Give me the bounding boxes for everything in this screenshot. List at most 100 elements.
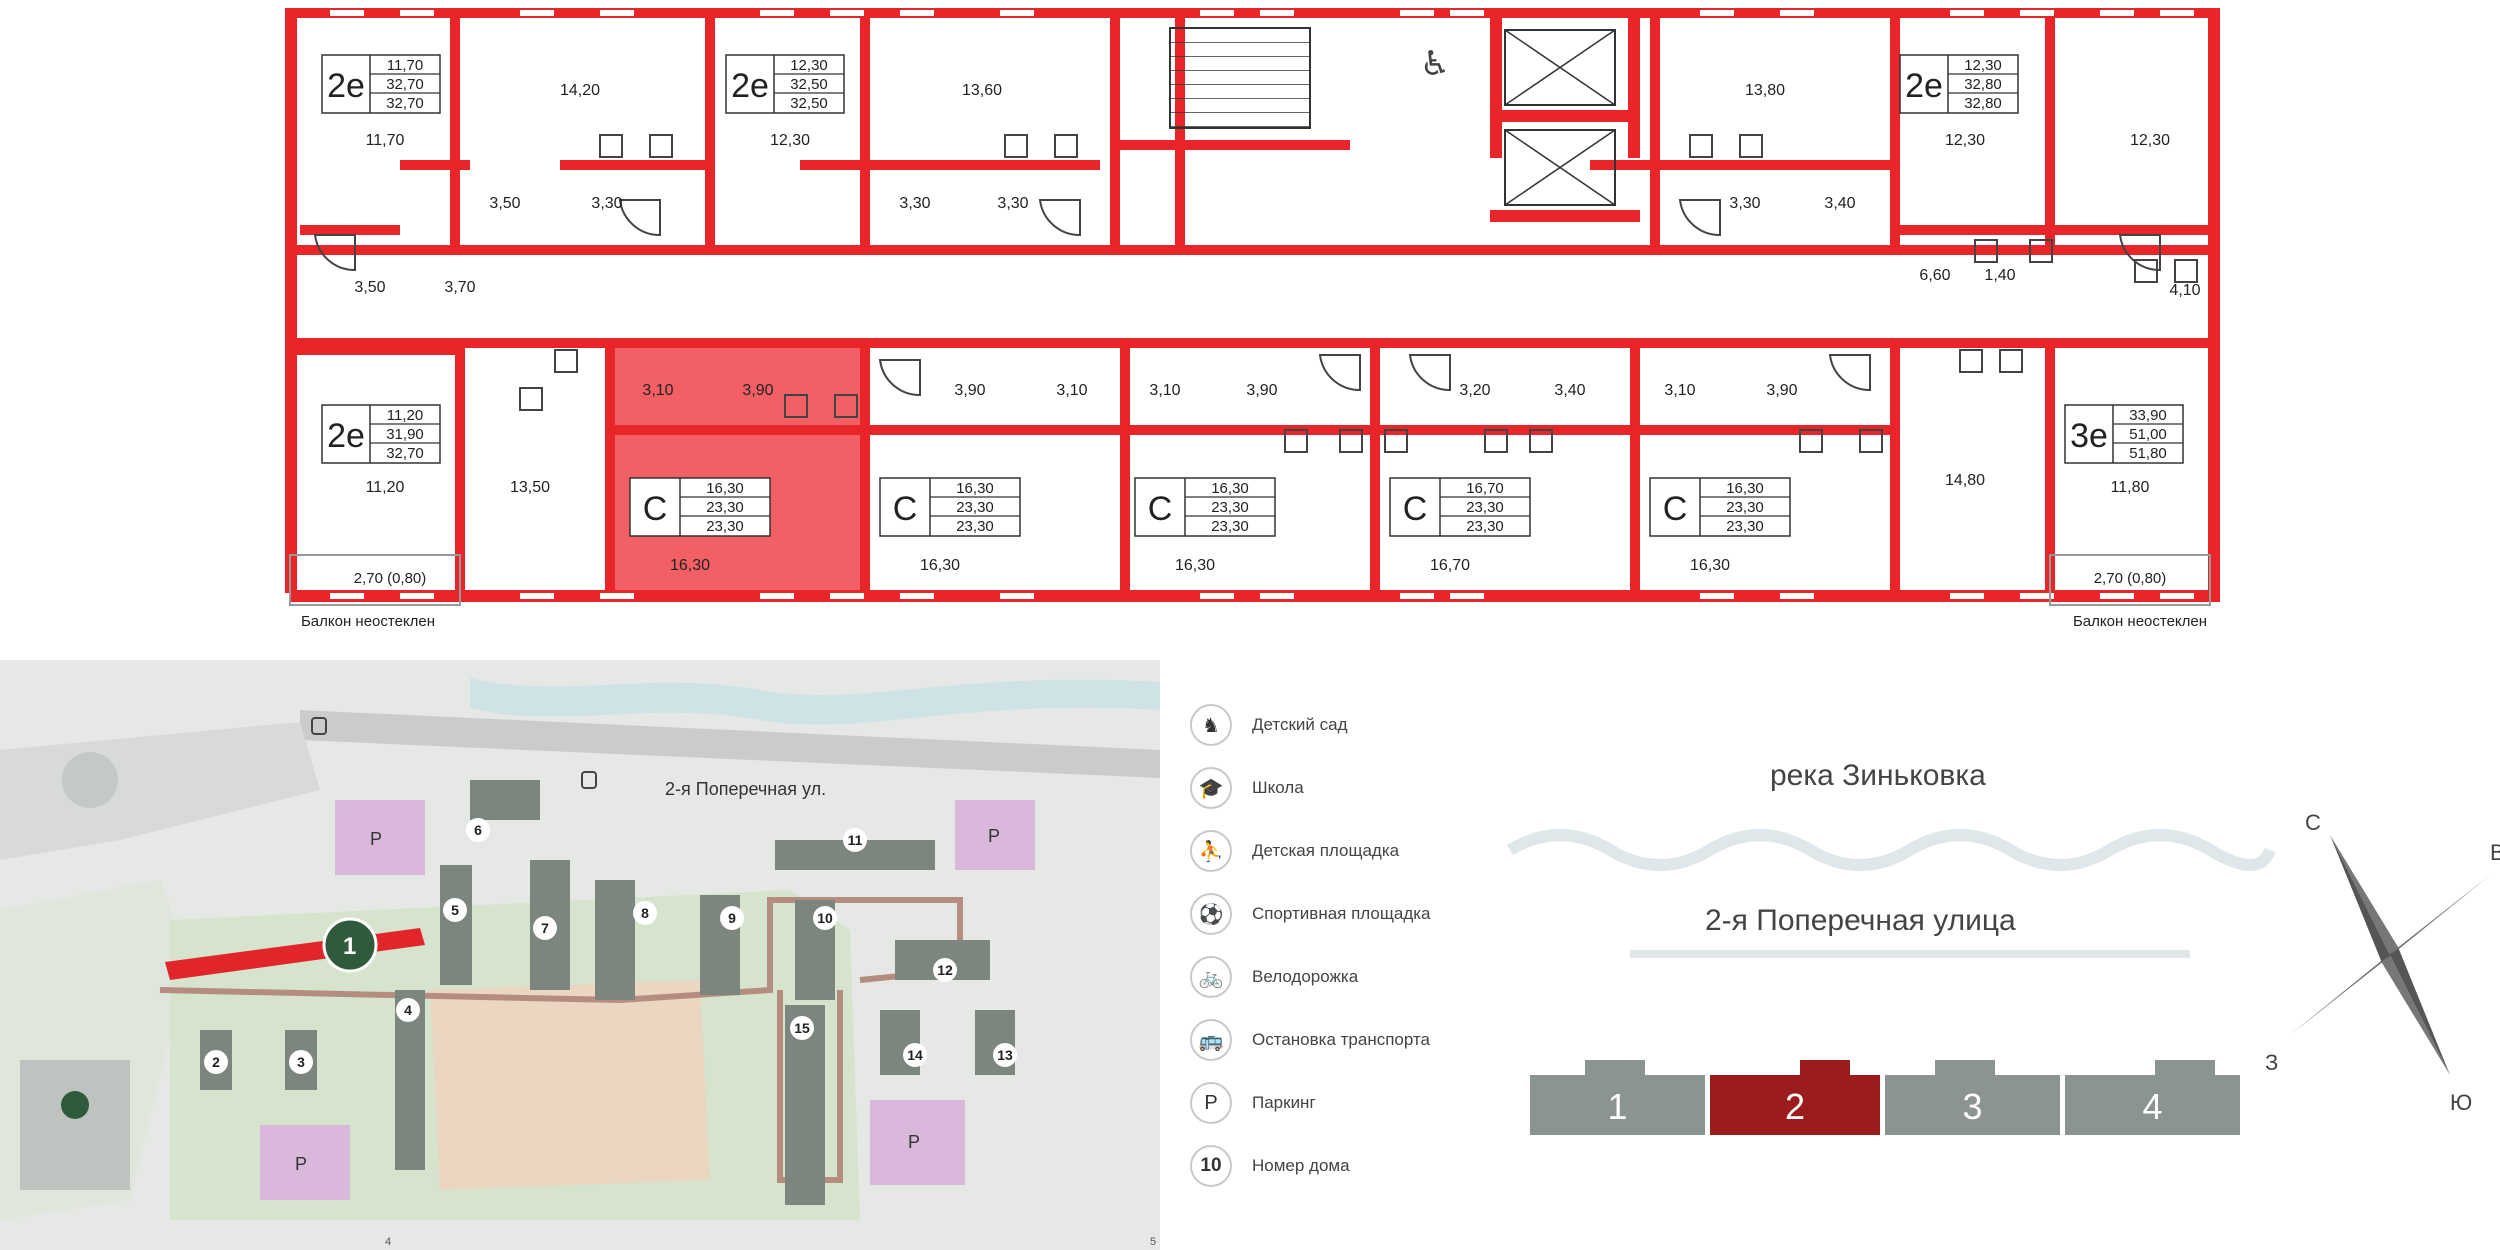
map-building-11: 11 <box>775 828 935 870</box>
studio-area: 16,30 <box>1726 480 1764 497</box>
stair-wall <box>1110 140 1350 150</box>
bath-fixture <box>878 359 921 397</box>
window <box>760 10 794 16</box>
map-building-7: 7 <box>530 860 570 990</box>
partition <box>1630 345 1640 595</box>
unit-code: 2е <box>731 67 769 105</box>
room-area: 14,80 <box>1945 472 1985 489</box>
partition <box>705 8 715 248</box>
ball-icon: ⚽ <box>1190 893 1232 935</box>
window <box>1200 593 1234 599</box>
room-area: 3,30 <box>591 195 622 212</box>
unit-area: 51,00 <box>2129 426 2167 443</box>
room-area: 3,90 <box>954 382 985 399</box>
balcony-caption: Балкон неостеклен <box>2073 613 2207 630</box>
studio-area: 23,30 <box>706 518 744 535</box>
studio-room-area: 16,30 <box>1175 557 1215 574</box>
partition <box>860 345 870 595</box>
kitchen-fixture <box>554 349 578 373</box>
window <box>2160 593 2194 599</box>
compass-north: С <box>2305 810 2321 835</box>
kitchen-fixture <box>784 394 808 418</box>
partition <box>1890 225 2210 235</box>
rocking-horse-icon: ♞ <box>1190 704 1232 746</box>
living-room-area: 12,30 <box>1945 132 1985 149</box>
window <box>2160 10 2194 16</box>
legend-label: Паркинг <box>1252 1093 1316 1112</box>
room-area: 3,30 <box>997 195 1028 212</box>
lift-wall <box>1628 18 1640 158</box>
building-number: 4 <box>404 1002 412 1018</box>
legend-item-2: 🎓Школа <box>1190 763 1304 813</box>
parking-1: P <box>335 800 425 875</box>
kitchen-fixture <box>649 134 673 158</box>
compass-west: З <box>2265 1050 2278 1075</box>
window <box>400 593 434 599</box>
studio-area: 23,30 <box>1726 518 1764 535</box>
kitchen-fixture <box>1799 429 1823 453</box>
outer-wall-top <box>290 8 2220 18</box>
window <box>330 593 364 599</box>
balcony-left <box>289 554 461 606</box>
map-building-14: 14 <box>880 1010 927 1075</box>
studio-code: С <box>643 490 668 528</box>
room-area: 3,10 <box>1149 382 1180 399</box>
partition <box>1110 8 1120 248</box>
playground-zone <box>430 980 710 1190</box>
studio-area: 23,30 <box>706 499 744 516</box>
studio-area: 16,30 <box>706 480 744 497</box>
balcony-area: 2,70 (0,80) <box>2094 570 2167 587</box>
window <box>1400 593 1434 599</box>
partition <box>1890 345 1900 595</box>
unit-area: 32,70 <box>386 76 424 93</box>
building-number: 13 <box>997 1047 1013 1063</box>
legend-label: Велодорожка <box>1252 967 1359 986</box>
river-wave <box>1506 829 2276 871</box>
kitchen-fixture <box>2134 259 2158 283</box>
unit-area: 33,90 <box>2129 407 2167 424</box>
house-number-icon: 10 <box>1190 1145 1232 1187</box>
unit-code: 2е <box>1905 67 1943 105</box>
unit-area: 32,80 <box>1964 95 2002 112</box>
plan-walls <box>285 8 2220 606</box>
map-building-13: 13 <box>975 1010 1017 1075</box>
street <box>300 710 1160 778</box>
map-legend: ♞Детский сад🎓Школа⛹Детская площадка⚽Спор… <box>1190 700 1510 1220</box>
room-area: 3,30 <box>899 195 930 212</box>
studio-area: 23,30 <box>1211 499 1249 516</box>
building-number: 7 <box>541 920 549 936</box>
balcony-right <box>2049 554 2211 606</box>
partition <box>290 345 460 355</box>
river <box>470 678 1160 725</box>
section-number: 4 <box>2142 1086 2162 1127</box>
unit-area: 51,80 <box>2129 445 2167 462</box>
partition <box>1120 345 1130 595</box>
axis-label-4: 4 <box>385 1236 391 1248</box>
studio-area: 16,30 <box>956 480 994 497</box>
map-building-6: 6 <box>466 780 540 842</box>
window <box>1700 10 1734 16</box>
compass: С В Ю З <box>2265 810 2500 1115</box>
legend-item-3: ⛹Детская площадка <box>1190 826 1399 876</box>
window <box>830 593 864 599</box>
window <box>1200 10 1234 16</box>
unit-area: 32,70 <box>386 445 424 462</box>
partition <box>455 345 465 595</box>
bath-fixture <box>1828 354 1871 392</box>
map-building-8: 8 <box>595 880 657 1000</box>
map-building-12: 12 <box>895 940 990 982</box>
unit-area: 32,50 <box>790 76 828 93</box>
partition <box>1650 8 1660 248</box>
section-3: 3 <box>1885 1060 2060 1135</box>
lift-wall <box>1490 110 1640 122</box>
unit-area: 32,80 <box>1964 76 2002 93</box>
window <box>2020 10 2054 16</box>
kitchen-fixture <box>1739 134 1763 158</box>
window <box>1450 593 1484 599</box>
lift-wall <box>1490 210 1640 222</box>
parking-2: P <box>955 800 1035 870</box>
slide-icon: ⛹ <box>1190 830 1232 872</box>
